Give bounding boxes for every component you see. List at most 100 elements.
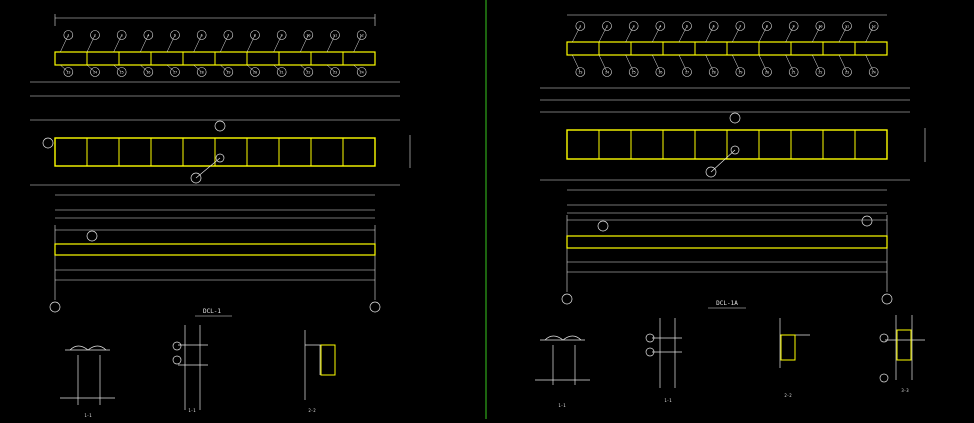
callout-number: 12 bbox=[360, 34, 364, 38]
callout-number: 19 bbox=[226, 71, 230, 75]
callout-leader bbox=[865, 25, 874, 43]
circle-callout-icon bbox=[116, 30, 127, 40]
right-section-label-2: 1-1 bbox=[664, 398, 672, 403]
circle-callout-icon bbox=[223, 67, 234, 77]
left-elevation-dims bbox=[30, 119, 411, 219]
callout-leader bbox=[246, 34, 256, 53]
callout-number: 8 bbox=[766, 25, 768, 29]
right-elevation-dims bbox=[540, 111, 926, 214]
circle-callout-icon bbox=[116, 67, 127, 77]
circle-callout-icon bbox=[868, 67, 879, 77]
callout-number: 20 bbox=[765, 71, 769, 75]
callout-leader bbox=[353, 34, 362, 53]
callout-leader bbox=[193, 64, 202, 73]
left-bottom-member bbox=[54, 243, 376, 256]
callout-leader bbox=[113, 64, 122, 73]
callout-number: 16 bbox=[658, 71, 662, 75]
callout-leader bbox=[838, 54, 848, 73]
right-section-d bbox=[879, 315, 925, 383]
callout-leader bbox=[652, 54, 661, 73]
callout-number: 19 bbox=[738, 71, 742, 75]
callout-number: 4 bbox=[147, 34, 149, 38]
callout-leader bbox=[598, 54, 608, 73]
right-sheet-title: DCL-1A bbox=[716, 300, 738, 307]
callout-number: 22 bbox=[306, 71, 310, 75]
callout-number: 7 bbox=[739, 25, 741, 29]
circle-callout-icon bbox=[842, 21, 852, 31]
callout-leader bbox=[785, 25, 794, 43]
callout-number: 1 bbox=[579, 25, 581, 29]
left-bottom-plan-dims bbox=[54, 225, 376, 300]
callout-leader bbox=[678, 54, 688, 73]
circle-callout-icon bbox=[762, 21, 772, 31]
callout-number: 2 bbox=[606, 25, 608, 29]
circle-callout-icon bbox=[356, 30, 367, 40]
callout-leader bbox=[60, 64, 69, 73]
callout-leader bbox=[865, 54, 874, 73]
callout-leader bbox=[140, 34, 149, 53]
callout-leader bbox=[86, 34, 96, 53]
callout-leader bbox=[220, 34, 229, 53]
left-section-b bbox=[172, 325, 208, 410]
callout-number: 13 bbox=[578, 71, 582, 75]
right-top-stiffeners bbox=[598, 42, 856, 55]
callout-number: 9 bbox=[793, 25, 795, 29]
callout-leader bbox=[166, 34, 176, 53]
circle-callout-icon bbox=[708, 67, 719, 77]
callout-leader bbox=[812, 54, 821, 73]
callout-leader bbox=[353, 64, 362, 73]
callout-number: 22 bbox=[818, 71, 822, 75]
callout-number: 18 bbox=[200, 71, 204, 75]
callout-leader bbox=[732, 25, 741, 43]
circle-callout-icon bbox=[682, 21, 692, 31]
callout-number: 5 bbox=[686, 25, 688, 29]
circle-callout-icon bbox=[196, 67, 207, 77]
circle-callout-icon bbox=[356, 67, 367, 77]
circle-callout-icon bbox=[655, 67, 666, 77]
callout-leader bbox=[838, 25, 848, 43]
right-section-label-1: 1-1 bbox=[558, 403, 566, 408]
right-bottom-plan-dims bbox=[566, 215, 888, 292]
callout-number: 18 bbox=[712, 71, 716, 75]
circle-callout-icon bbox=[303, 67, 314, 77]
callout-number: 11 bbox=[845, 25, 849, 29]
callout-number: 23 bbox=[333, 71, 337, 75]
circle-callout-icon bbox=[196, 30, 207, 40]
circle-callout-icon bbox=[682, 67, 692, 77]
callout-leader bbox=[598, 25, 608, 43]
callout-number: 21 bbox=[280, 71, 284, 75]
circle-callout-icon bbox=[250, 30, 260, 40]
callout-leader bbox=[166, 64, 176, 73]
circle-callout-icon bbox=[276, 67, 287, 77]
callout-number: 20 bbox=[253, 71, 257, 75]
left-elevation-stiffeners bbox=[86, 138, 344, 166]
callout-leader bbox=[785, 54, 794, 73]
left-elevation-callouts bbox=[42, 120, 226, 184]
callout-number: 3 bbox=[121, 34, 123, 38]
callout-leader bbox=[758, 25, 768, 43]
callout-number: 13 bbox=[66, 71, 70, 75]
left-top-plan bbox=[30, 14, 400, 97]
circle-callout-icon bbox=[735, 67, 746, 77]
circle-callout-icon bbox=[63, 30, 74, 40]
callout-number: 14 bbox=[93, 71, 97, 75]
callout-leader bbox=[652, 25, 661, 43]
callout-leader bbox=[572, 25, 581, 43]
callout-number: 16 bbox=[146, 71, 150, 75]
callout-number: 5 bbox=[174, 34, 176, 38]
callout-number: 9 bbox=[281, 34, 283, 38]
callout-number: 21 bbox=[792, 71, 796, 75]
callout-number: 15 bbox=[120, 71, 124, 75]
circle-callout-icon bbox=[628, 67, 639, 77]
right-bottom-member bbox=[566, 235, 888, 249]
callout-number: 7 bbox=[227, 34, 229, 38]
callout-number: 15 bbox=[632, 71, 636, 75]
callout-number: 23 bbox=[845, 71, 849, 75]
left-top-stiffeners bbox=[86, 52, 344, 65]
